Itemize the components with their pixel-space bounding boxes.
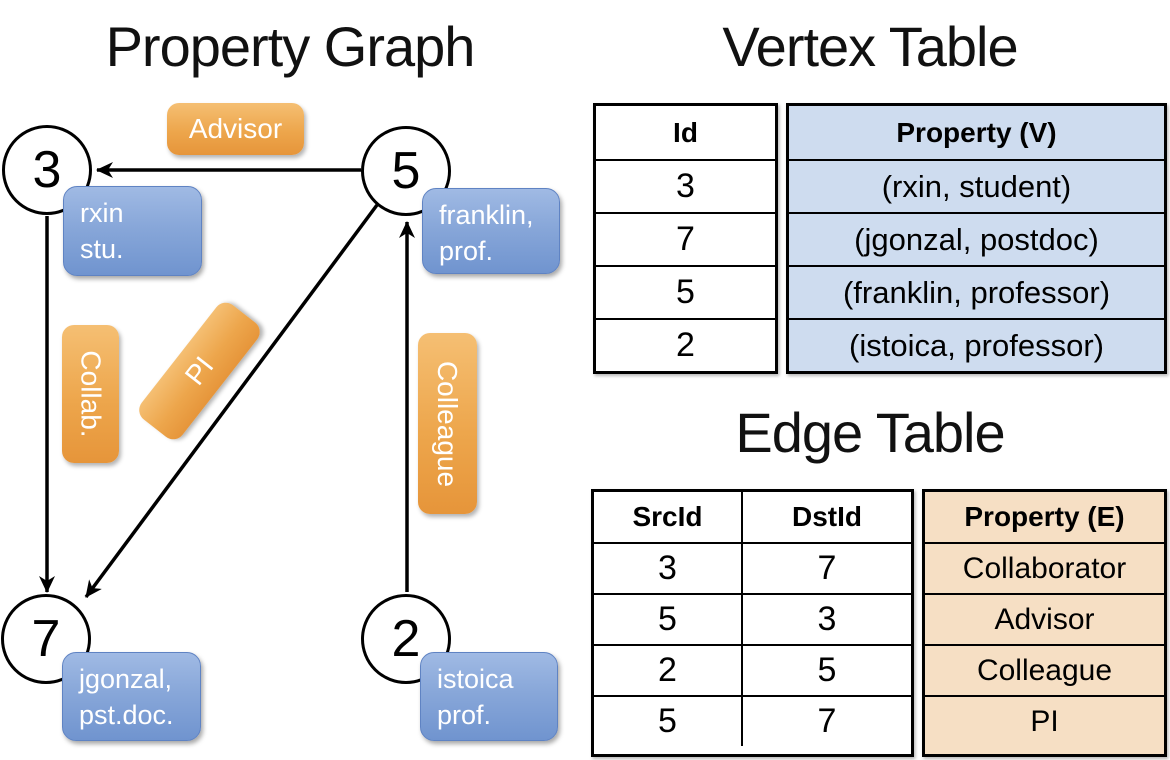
edge-table-src-cell: 5 bbox=[594, 595, 743, 644]
edge-label-text: Colleague bbox=[432, 360, 464, 487]
vertex-property-line: istoica bbox=[437, 664, 514, 694]
vertex-table-property-cell: (franklin, professor) bbox=[789, 265, 1164, 318]
vertex-table-id-cell: 7 bbox=[596, 212, 775, 265]
vertex-property-box-franklin: franklin, prof. bbox=[422, 188, 560, 274]
vertex-property-line: prof. bbox=[437, 700, 492, 730]
edge-label-text: Collab. bbox=[75, 350, 107, 438]
edge-table-dst-header: DstId bbox=[792, 501, 862, 532]
vertex-table-property-cell: (istoica, professor) bbox=[789, 318, 1164, 371]
vertex-table-property-cell: (rxin, student) bbox=[789, 159, 1164, 212]
edge-table-dst-cell: 3 bbox=[817, 600, 837, 638]
edge-table-property-cell: PI bbox=[925, 695, 1164, 746]
edge-table-title: Edge Table bbox=[735, 401, 1005, 464]
edge-label-text: Advisor bbox=[188, 113, 283, 144]
vertex-property-line: rxin bbox=[80, 198, 124, 228]
graph-node-2: 2 bbox=[361, 594, 451, 684]
vertex-property-line: jgonzal, bbox=[79, 664, 173, 694]
vertex-property-line: pst.doc. bbox=[79, 700, 174, 730]
vertex-property-line: franklin, bbox=[439, 200, 534, 230]
property-graph-title: Property Graph bbox=[105, 15, 476, 78]
edge-table-property-cell: Colleague bbox=[925, 644, 1164, 695]
edge-label-colleague: Colleague bbox=[418, 333, 477, 514]
edge-label-collab: Collab. bbox=[62, 325, 119, 463]
edge-table-property-cell: Advisor bbox=[925, 593, 1164, 644]
vertex-table-property-cell: (jgonzal, postdoc) bbox=[789, 212, 1164, 265]
edge-label-advisor: Advisor bbox=[167, 103, 304, 155]
edge-table-src-cell: 2 bbox=[594, 646, 743, 695]
vertex-table-id-header: Id bbox=[673, 116, 698, 148]
edge-table-property-column: Property (E) Collaborator Advisor Collea… bbox=[922, 489, 1167, 757]
edge-table-src-cell: 5 bbox=[594, 697, 743, 746]
edge-table-src-header: SrcId bbox=[594, 492, 743, 542]
vertex-property-box-rxin: rxin stu. bbox=[63, 186, 202, 276]
vertex-table-property-column: Property (V) (rxin, student) (jgonzal, p… bbox=[786, 103, 1167, 374]
vertex-table-title: Vertex Table bbox=[722, 15, 1018, 78]
vertex-table-id-cell: 2 bbox=[596, 318, 775, 371]
edge-table-dst-cell: 7 bbox=[817, 549, 837, 587]
node-5-id: 5 bbox=[391, 142, 421, 200]
edge-table-property-cell: Collaborator bbox=[925, 542, 1164, 593]
vertex-property-box-jgonzal: jgonzal, pst.doc. bbox=[62, 652, 201, 741]
node-2-id: 2 bbox=[391, 610, 421, 668]
vertex-property-line: stu. bbox=[80, 234, 124, 264]
vertex-table-property-header: Property (V) bbox=[896, 116, 1057, 148]
edge-table-dst-cell: 7 bbox=[817, 702, 837, 740]
node-3-id: 3 bbox=[32, 141, 62, 199]
edge-pi-5-to-7 bbox=[84, 203, 379, 599]
vertex-table-id-column: Id 3 7 5 2 bbox=[593, 103, 778, 374]
graph-node-5: 5 bbox=[361, 126, 451, 216]
graph-edges-canvas bbox=[39, 162, 415, 599]
vertex-table-id-cell: 3 bbox=[596, 159, 775, 212]
node-7-id: 7 bbox=[31, 610, 61, 668]
edge-table-property-header: Property (E) bbox=[964, 501, 1125, 532]
edge-table-id-columns: SrcId DstId 3 7 5 3 2 5 5 7 bbox=[591, 489, 914, 757]
vertex-property-box-istoica: istoica prof. bbox=[420, 652, 558, 741]
edge-label-text: PI bbox=[178, 350, 220, 391]
edge-table-dst-cell: 5 bbox=[817, 651, 837, 689]
vertex-property-line: prof. bbox=[439, 236, 494, 266]
vertex-table-id-cell: 5 bbox=[596, 265, 775, 318]
edge-table-src-cell: 3 bbox=[594, 544, 743, 593]
